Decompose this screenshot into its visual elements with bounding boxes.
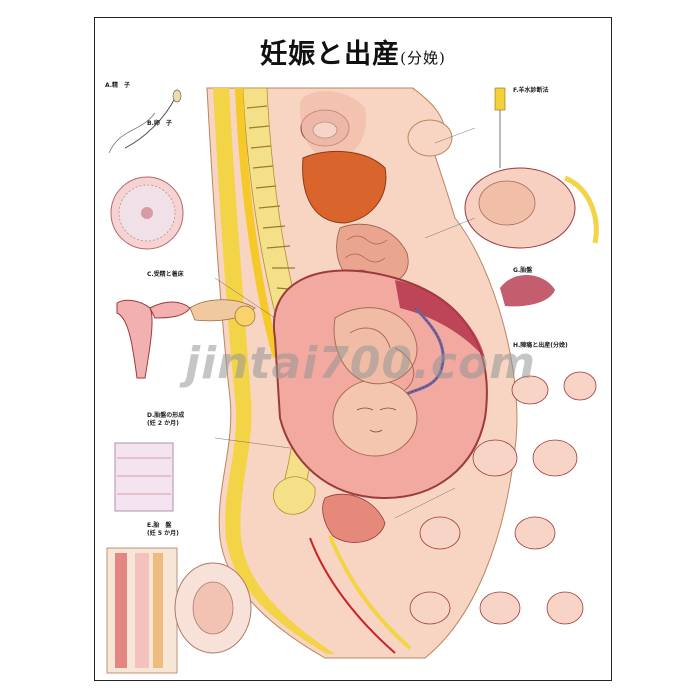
section-fertilization-label: C.受精と着床 <box>147 271 184 278</box>
section-sperm-label: A.精 子 <box>105 82 131 89</box>
sagittal-section-figure <box>206 87 518 659</box>
section-amniocentesis-label: F.羊水診断法 <box>513 87 549 94</box>
panel-ovum <box>110 176 184 250</box>
section-placenta-note: (妊 5 か月) <box>147 530 179 537</box>
panel-amniocentesis <box>464 87 599 249</box>
illustration-layer <box>106 87 599 674</box>
title-sub: (分娩) <box>400 49 446 67</box>
panel-fertilization <box>116 299 256 379</box>
section-ovum-label: B.卵 子 <box>147 120 172 127</box>
section-placenta-formation-label: D.胎盤の形成 <box>147 412 185 419</box>
section-labor-label: H.陣痛と出産(分娩) <box>513 342 568 349</box>
poster-title: 妊娠と出産(分娩) <box>95 32 611 71</box>
panel-placenta-detail <box>500 275 555 307</box>
watermark-text: jintai700.com <box>185 338 537 389</box>
panel-placenta-structure <box>106 547 252 674</box>
panel-labor-stages <box>409 371 597 625</box>
section-placenta-formation-note: (妊 2 か月) <box>147 420 179 427</box>
anatomy-poster: 妊娠と出産(分娩) <box>94 17 612 681</box>
panel-sperm <box>108 89 182 154</box>
section-placenta-label: E.胎 盤 <box>147 522 172 529</box>
title-main: 妊娠と出産 <box>260 39 401 70</box>
section-placenta-detail-label: G.胎盤 <box>513 267 533 274</box>
fetus-figure <box>332 307 418 457</box>
panel-placenta-formation <box>114 442 174 512</box>
